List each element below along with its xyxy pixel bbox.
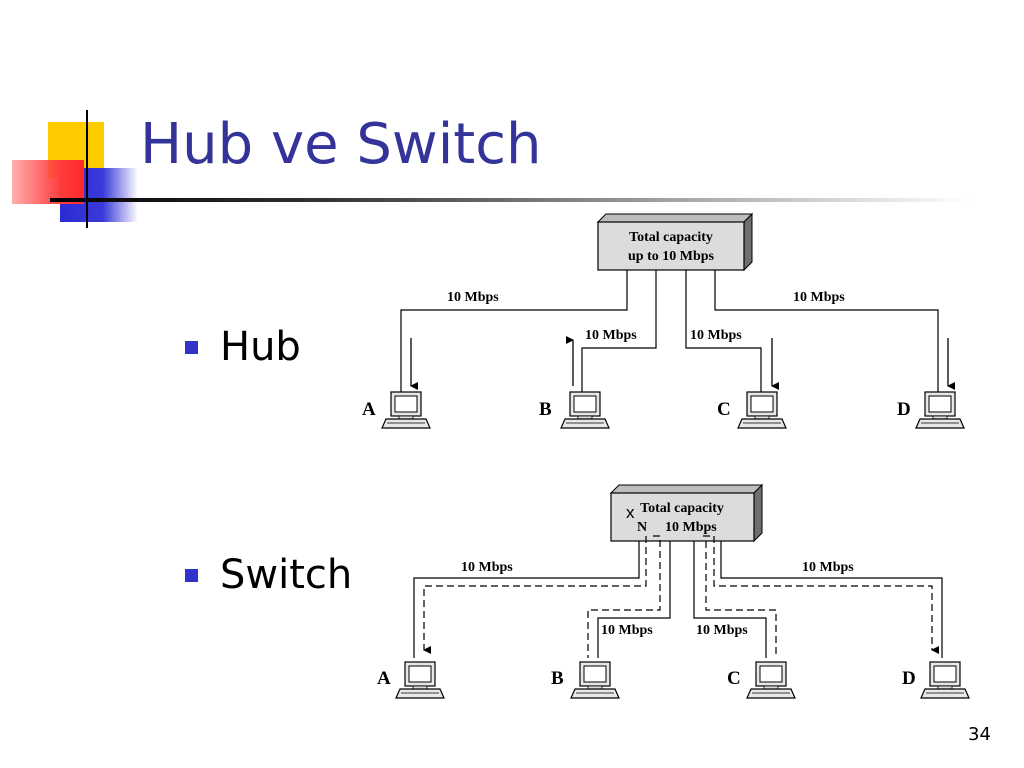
hub-station-c: C (717, 399, 731, 420)
switch-station-c: C (727, 668, 741, 689)
switch-link-label-c: 10 Mbps (696, 623, 748, 638)
arrow-down-icon (423, 536, 647, 654)
hub-link-label-c: 10 Mbps (690, 328, 742, 343)
hub-diagram: Total capacity up to 10 Mbps 10 Mbps 10 … (362, 212, 965, 429)
switch-box: Total capacity N 10 Mbps x (609, 483, 764, 543)
switch-link-label-b: 10 Mbps (601, 623, 653, 638)
deco-vertical-line (86, 110, 88, 228)
switch-station-d: D (902, 668, 916, 689)
hub-station-a: A (362, 399, 376, 420)
page-number: 34 (968, 724, 991, 745)
hub-wires (400, 270, 939, 392)
bullet-switch: Switch (185, 552, 352, 598)
hub-box-line2: up to 10 Mbps (628, 249, 715, 264)
bullet-hub: Hub (185, 324, 301, 370)
computer-icon (746, 661, 796, 699)
hub-arrows (410, 336, 955, 390)
computer-icon (570, 661, 620, 699)
bullet-square-icon (185, 568, 198, 582)
switch-link-label-a: 10 Mbps (461, 560, 513, 575)
switch-station-b: B (551, 668, 564, 689)
hub-box-line1: Total capacity (629, 230, 713, 245)
computer-icon (737, 391, 787, 429)
hub-station-d: D (897, 399, 911, 420)
switch-dashed-paths (423, 535, 939, 658)
computer-icon (395, 661, 445, 699)
switch-box-n: N (637, 520, 647, 535)
arrow-down-icon (703, 535, 939, 654)
hub-box: Total capacity up to 10 Mbps (596, 212, 754, 272)
switch-wires (413, 541, 943, 658)
switch-box-line1: Total capacity (640, 501, 724, 516)
hub-station-b: B (539, 399, 552, 420)
computer-icon (560, 391, 610, 429)
hub-link-label-a: 10 Mbps (447, 290, 499, 305)
switch-link-label-d: 10 Mbps (802, 560, 854, 575)
deco-red-square (12, 160, 84, 204)
computer-icon (915, 391, 965, 429)
switch-box-rate: 10 Mbps (665, 520, 717, 535)
bullet-square-icon (185, 340, 198, 354)
computer-icon (920, 661, 970, 699)
bullet-text: Switch (220, 552, 353, 598)
slide-title: Hub ve Switch (140, 112, 542, 177)
switch-box-mark: x (626, 503, 635, 522)
switch-station-a: A (377, 668, 391, 689)
computer-icon (381, 391, 431, 429)
switch-diagram: Total capacity N 10 Mbps x 10 Mbps 10 Mb… (377, 483, 970, 699)
bullet-text: Hub (220, 324, 301, 370)
hub-link-label-b: 10 Mbps (585, 328, 637, 343)
hub-link-label-d: 10 Mbps (793, 290, 845, 305)
title-underline (50, 198, 970, 202)
